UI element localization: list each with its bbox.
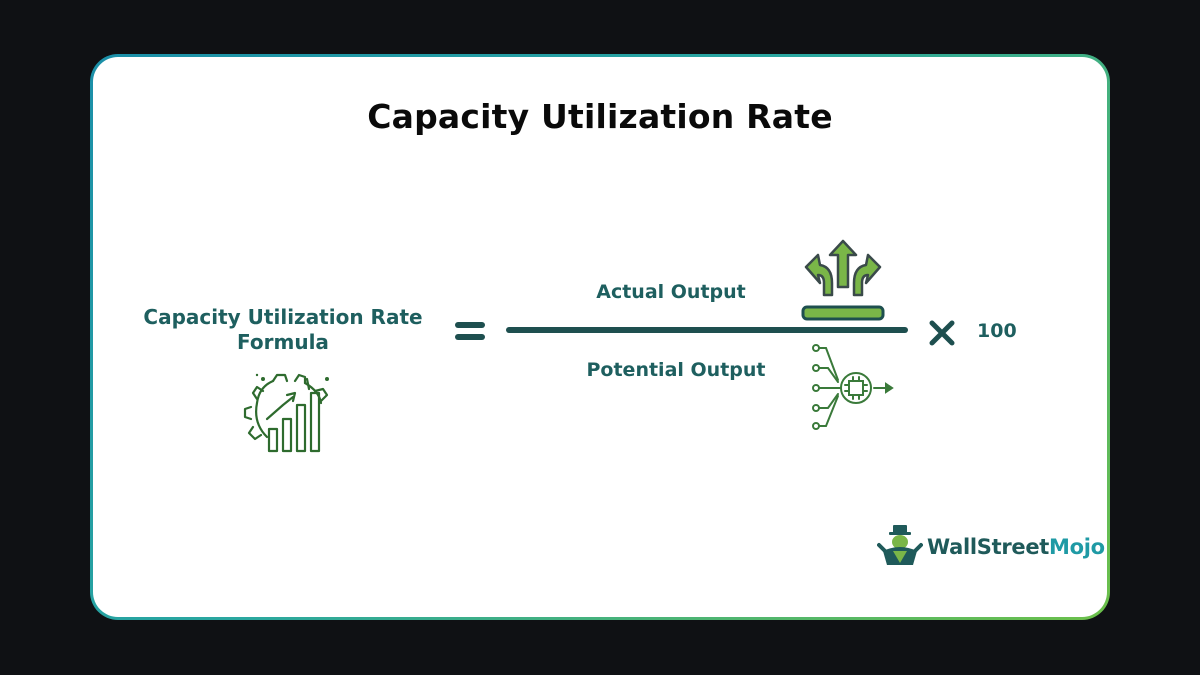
- multiply-icon: [929, 320, 955, 346]
- processor-chip-icon: [812, 344, 894, 430]
- formula-lhs-line1: Capacity Utilization Rate: [143, 305, 423, 329]
- mascot-icon: [877, 525, 923, 565]
- multiplier-value: 100: [977, 320, 1017, 342]
- formula-lhs-label: Capacity Utilization Rate Formula: [133, 305, 433, 355]
- denominator-label: Potential Output: [586, 359, 766, 381]
- fraction-bar: [506, 327, 908, 333]
- brand-name-part1: WallStreet: [927, 535, 1050, 559]
- brand-name-part2: Mojo: [1049, 535, 1105, 559]
- output-arrows-icon: [801, 239, 885, 321]
- equals-icon: [455, 322, 485, 342]
- brand-logo: WallStreetMojo: [877, 525, 1105, 569]
- brand-name: WallStreetMojo: [927, 535, 1105, 559]
- gear-growth-chart-icon: [243, 373, 329, 453]
- formula-lhs-line2: Formula: [237, 330, 329, 354]
- numerator-label: Actual Output: [596, 281, 746, 303]
- card: Capacity Utilization Rate Capacity Utili…: [93, 57, 1107, 617]
- page-title: Capacity Utilization Rate: [367, 97, 833, 136]
- card-frame: Capacity Utilization Rate Capacity Utili…: [90, 54, 1110, 620]
